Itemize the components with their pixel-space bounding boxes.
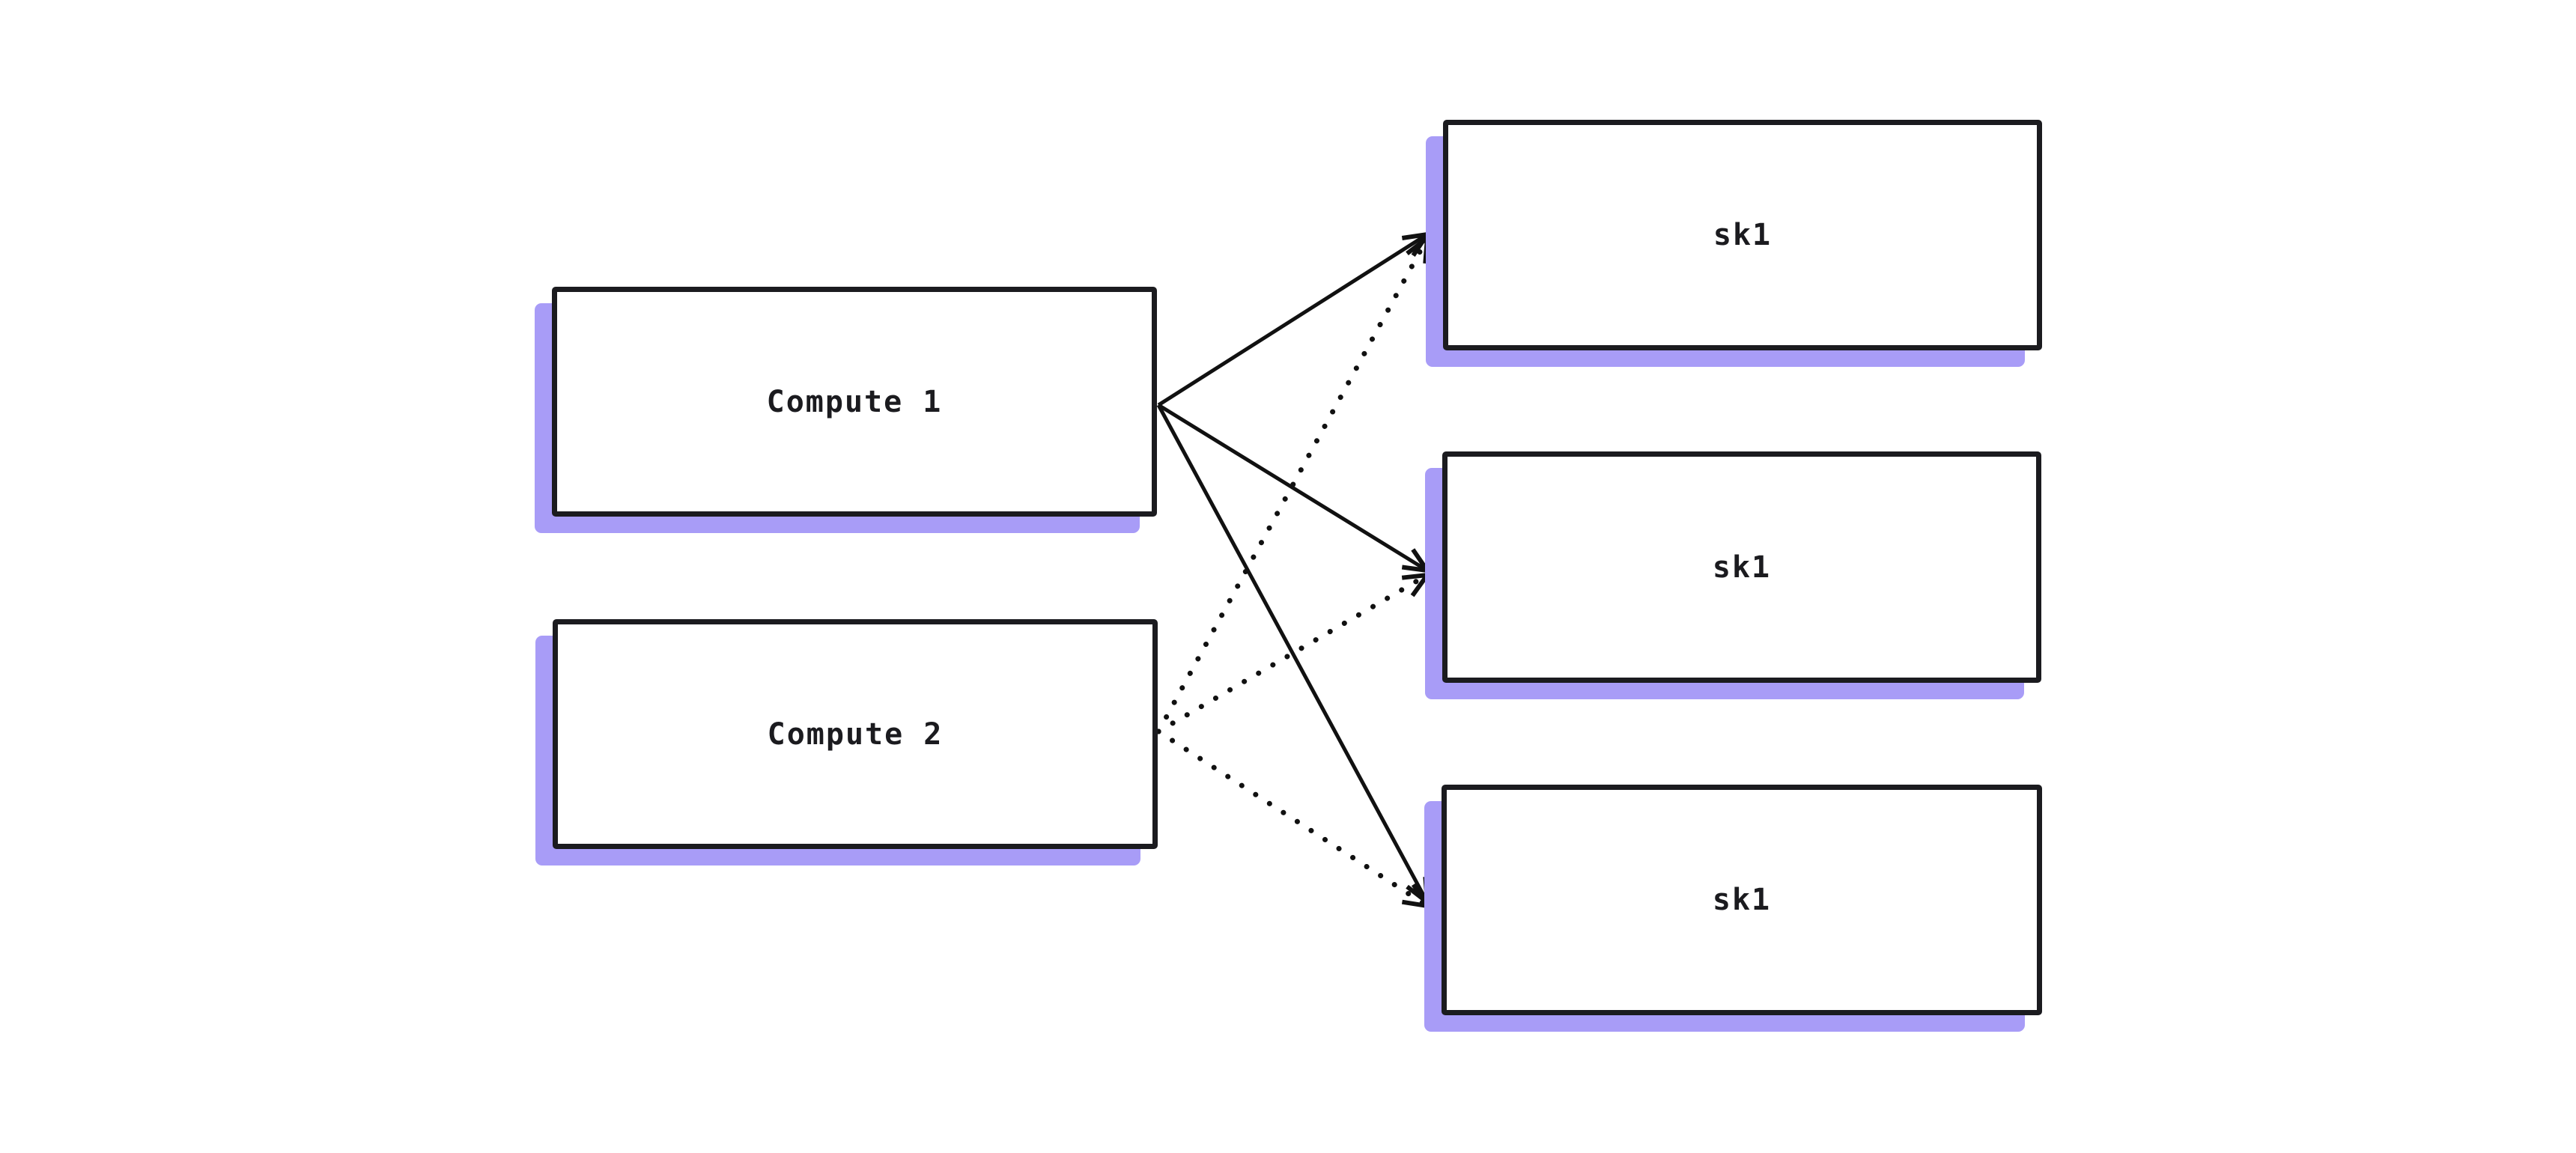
edge-line-edge-c2-sk1a xyxy=(1155,235,1430,734)
edge-line-edge-c2-sk1b xyxy=(1155,572,1430,734)
edge-edge-c2-sk1a xyxy=(1155,233,1430,734)
node-body-compute-2[interactable]: Compute 2 xyxy=(553,619,1158,849)
node-label-compute-1: Compute 1 xyxy=(766,384,943,419)
node-label-sk1-c: sk1 xyxy=(1712,883,1772,917)
node-compute-1[interactable]: Compute 1 xyxy=(535,287,1157,533)
edge-line-edge-c2-sk1c xyxy=(1155,728,1430,909)
edge-edge-c1-sk1c xyxy=(1156,404,1430,907)
edge-arrowhead-edge-c1-sk1b xyxy=(1401,548,1433,574)
node-body-sk1-c[interactable]: sk1 xyxy=(1442,785,2042,1015)
edge-arrowhead-edge-c2-sk1a xyxy=(1406,233,1430,264)
edge-edge-c1-sk1b xyxy=(1157,403,1433,574)
node-body-compute-1[interactable]: Compute 1 xyxy=(552,287,1157,517)
node-body-sk1-a[interactable]: sk1 xyxy=(1443,120,2042,350)
edge-edge-c2-sk1c xyxy=(1155,728,1433,910)
node-label-sk1-a: sk1 xyxy=(1713,218,1772,252)
node-label-sk1-b: sk1 xyxy=(1712,550,1772,585)
edge-line-edge-c1-sk1c xyxy=(1156,404,1430,904)
edge-arrowhead-edge-c2-sk1c xyxy=(1401,883,1433,910)
node-sk1-b[interactable]: sk1 xyxy=(1425,451,2041,699)
node-label-compute-2: Compute 2 xyxy=(767,717,944,752)
edge-arrowhead-edge-c1-sk1a xyxy=(1401,231,1433,257)
edge-edge-c1-sk1a xyxy=(1157,231,1433,407)
edge-line-edge-c1-sk1a xyxy=(1157,232,1429,407)
edge-line-edge-c1-sk1b xyxy=(1157,403,1429,573)
node-sk1-a[interactable]: sk1 xyxy=(1426,120,2042,367)
node-body-sk1-b[interactable]: sk1 xyxy=(1442,451,2041,683)
edge-arrowhead-edge-c2-sk1b xyxy=(1401,572,1433,597)
node-compute-2[interactable]: Compute 2 xyxy=(535,619,1158,865)
edge-edge-c2-sk1b xyxy=(1155,572,1433,734)
node-sk1-c[interactable]: sk1 xyxy=(1424,785,2042,1032)
